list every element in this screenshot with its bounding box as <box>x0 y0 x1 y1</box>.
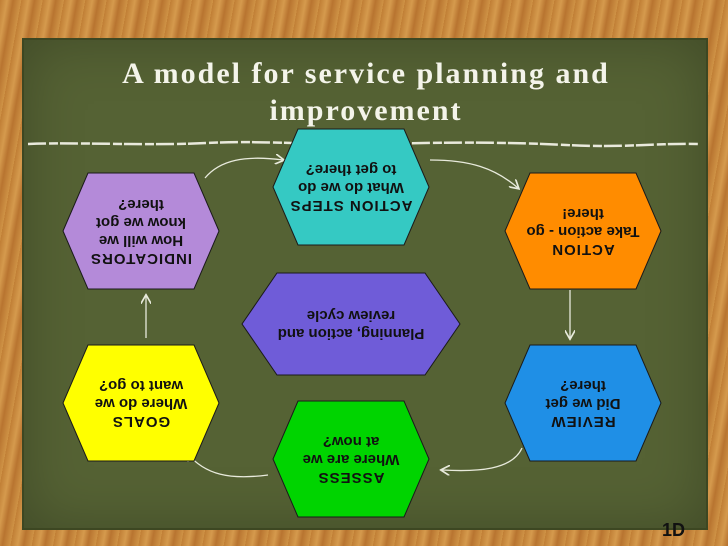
hexagon-assess-text: Where are we at now? <box>302 433 400 468</box>
arrow-review-to-assess <box>442 447 523 471</box>
hexagon-goals-title: GOALS <box>111 413 171 430</box>
hexagon-action-steps: ACTION STEPS What do we do to get there? <box>272 128 430 246</box>
hexagon-action-shape <box>504 172 662 290</box>
hexagon-center-shape <box>241 272 461 376</box>
slide-title: A model for service planning and improve… <box>122 57 610 127</box>
hexagon-goals-text: Where do we want to go? <box>94 377 188 412</box>
hexagon-indicators-text: How will we know we got there? <box>96 196 186 249</box>
hexagon-review-title: REVIEW <box>550 413 616 430</box>
hexagon-center-text: Planning, action and review cycle <box>277 307 425 342</box>
hexagon-action-steps-title: ACTION STEPS <box>289 197 413 214</box>
hexagon-assess-shape <box>272 400 430 518</box>
arrow-action-steps-to-action <box>429 159 518 188</box>
hexagon-action-title: ACTION <box>551 241 615 258</box>
hexagon-center: Planning, action and review cycle <box>241 272 461 376</box>
hexagon-indicators-title: INDICATORS <box>90 250 192 267</box>
hexagon-action: ACTION Take action - go there! <box>504 172 662 290</box>
hexagon-assess: ASSESS Where are we at now? <box>272 400 430 518</box>
hexagon-action-steps-shape <box>272 128 430 246</box>
hexagon-review-shape <box>504 344 662 462</box>
hexagon-goals-shape <box>62 344 220 462</box>
hexagon-goals: GOALS Where do we want to go? <box>62 344 220 462</box>
hexagon-action-steps-text: What do we do to get there? <box>298 161 404 196</box>
hexagon-indicators: INDICATORS How will we know we got there… <box>62 172 220 290</box>
hexagon-action-text: Take action - go there! <box>526 205 640 240</box>
slide-number-label: 1D <box>662 520 686 540</box>
arrow-indicators-to-action-steps <box>204 158 283 179</box>
hexagon-review: REVIEW Did we get there? <box>504 344 662 462</box>
hexagon-review-text: Did we get there? <box>545 377 621 412</box>
hexagon-assess-title: ASSESS <box>317 469 385 486</box>
hexagon-indicators-shape <box>62 172 220 290</box>
